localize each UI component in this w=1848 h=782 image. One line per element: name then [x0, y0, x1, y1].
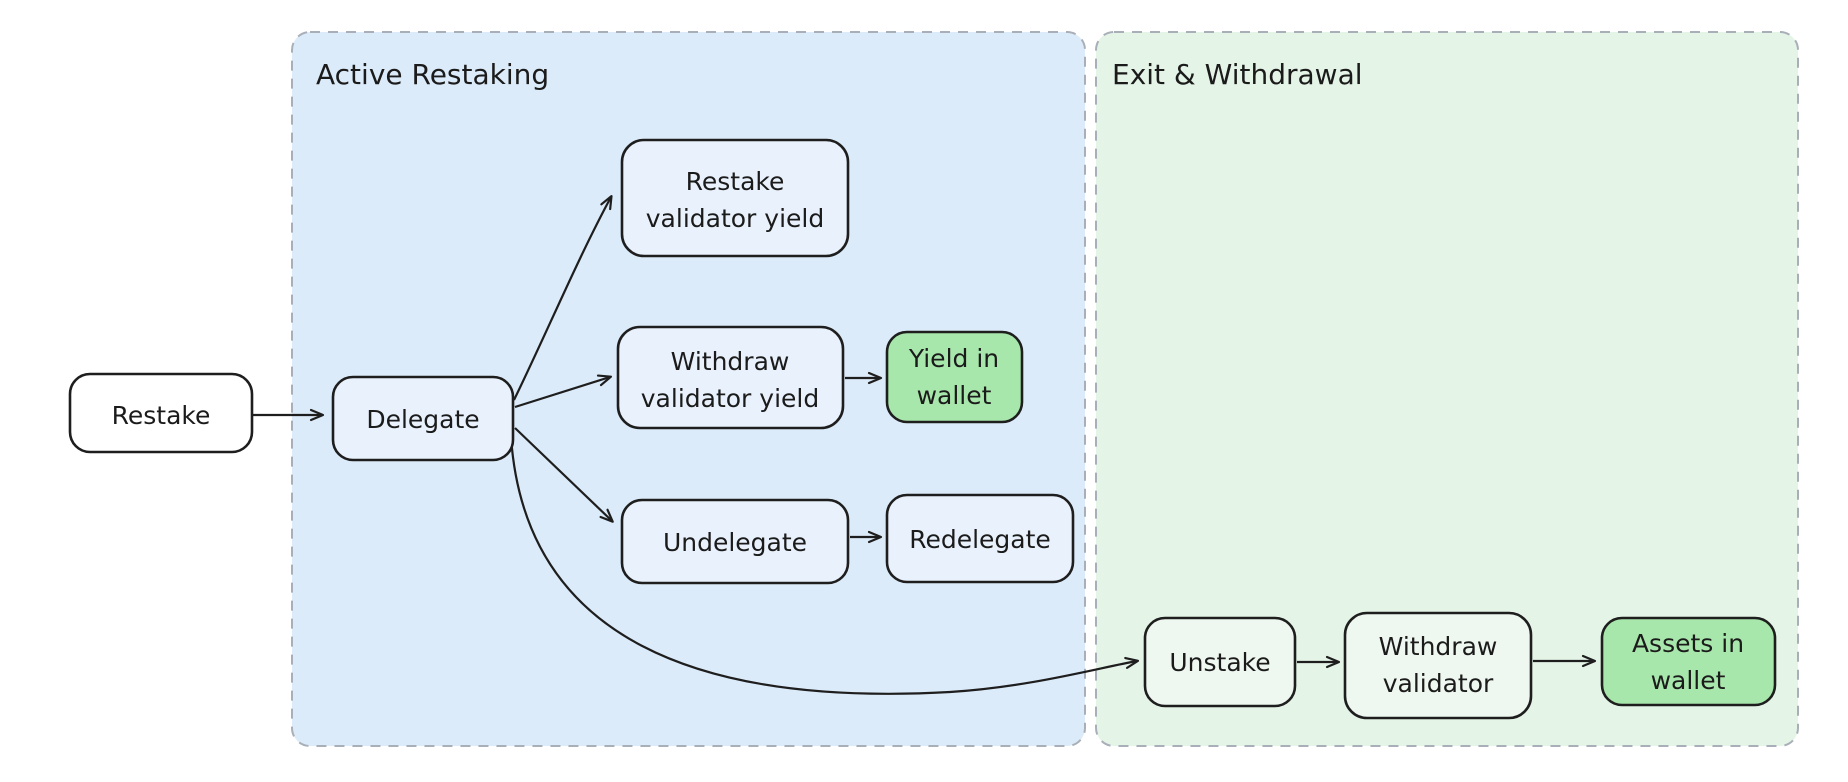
- node-unstake-box: [1143, 616, 1297, 708]
- node-redelegate-box: [885, 493, 1075, 584]
- node-yield-in-wallet-box: [885, 330, 1024, 424]
- node-undelegate: Undelegate: [620, 498, 850, 585]
- node-withdraw-validator-yield-box: [616, 325, 845, 430]
- edge-delegate-to-restake-validator-yield: [513, 195, 613, 401]
- edges: [252, 195, 1597, 695]
- node-delegate-box: [331, 375, 515, 462]
- container-exit-withdrawal-title: Exit & Withdrawal: [1112, 58, 1363, 91]
- node-withdraw-validator-yield-label-line1: Withdraw: [671, 347, 790, 376]
- node-restake-label: Restake: [112, 401, 211, 430]
- node-assets-in-wallet-label-line2: wallet: [1651, 666, 1726, 695]
- container-active-restaking-title: Active Restaking: [316, 58, 549, 91]
- node-assets-in-wallet-label-line1: Assets in: [1632, 629, 1744, 658]
- node-yield-in-wallet-label-line1: Yield in: [908, 344, 999, 373]
- edge-delegate-to-undelegate: [514, 427, 614, 523]
- edge-delegate-to-withdraw-validator-yield: [514, 374, 613, 409]
- node-restake-box: [68, 372, 254, 454]
- node-restake-validator-yield: Restake validator yield: [620, 138, 850, 258]
- node-undelegate-label: Undelegate: [663, 528, 807, 557]
- node-yield-in-wallet-label-line2: wallet: [917, 381, 992, 410]
- node-withdraw-validator-label-line1: Withdraw: [1379, 632, 1498, 661]
- node-yield-in-wallet: Yield in wallet: [885, 330, 1024, 424]
- node-unstake-label: Unstake: [1169, 648, 1270, 677]
- node-withdraw-validator-box: [1343, 611, 1533, 720]
- node-assets-in-wallet-box: [1600, 616, 1777, 707]
- node-restake: Restake: [68, 372, 254, 454]
- edge-delegate-to-unstake: [509, 436, 1140, 695]
- node-restake-validator-yield-label-line1: Restake: [686, 167, 785, 196]
- node-delegate-label: Delegate: [366, 405, 479, 434]
- node-redelegate: Redelegate: [885, 493, 1075, 584]
- node-withdraw-validator-yield-label-line2: validator yield: [641, 384, 819, 413]
- node-withdraw-validator: Withdraw validator: [1343, 611, 1533, 720]
- node-assets-in-wallet: Assets in wallet: [1600, 616, 1777, 707]
- container-exit-withdrawal-box: [1095, 31, 1799, 747]
- container-exit-withdrawal: Exit & Withdrawal: [1095, 31, 1799, 747]
- node-restake-validator-yield-box: [620, 138, 850, 258]
- node-redelegate-label: Redelegate: [909, 525, 1051, 554]
- node-restake-validator-yield-label-line2: validator yield: [646, 204, 824, 233]
- node-undelegate-box: [620, 498, 850, 585]
- node-withdraw-validator-yield: Withdraw validator yield: [616, 325, 845, 430]
- node-withdraw-validator-label-line2: validator: [1383, 669, 1494, 698]
- node-delegate: Delegate: [331, 375, 515, 462]
- node-unstake: Unstake: [1143, 616, 1297, 708]
